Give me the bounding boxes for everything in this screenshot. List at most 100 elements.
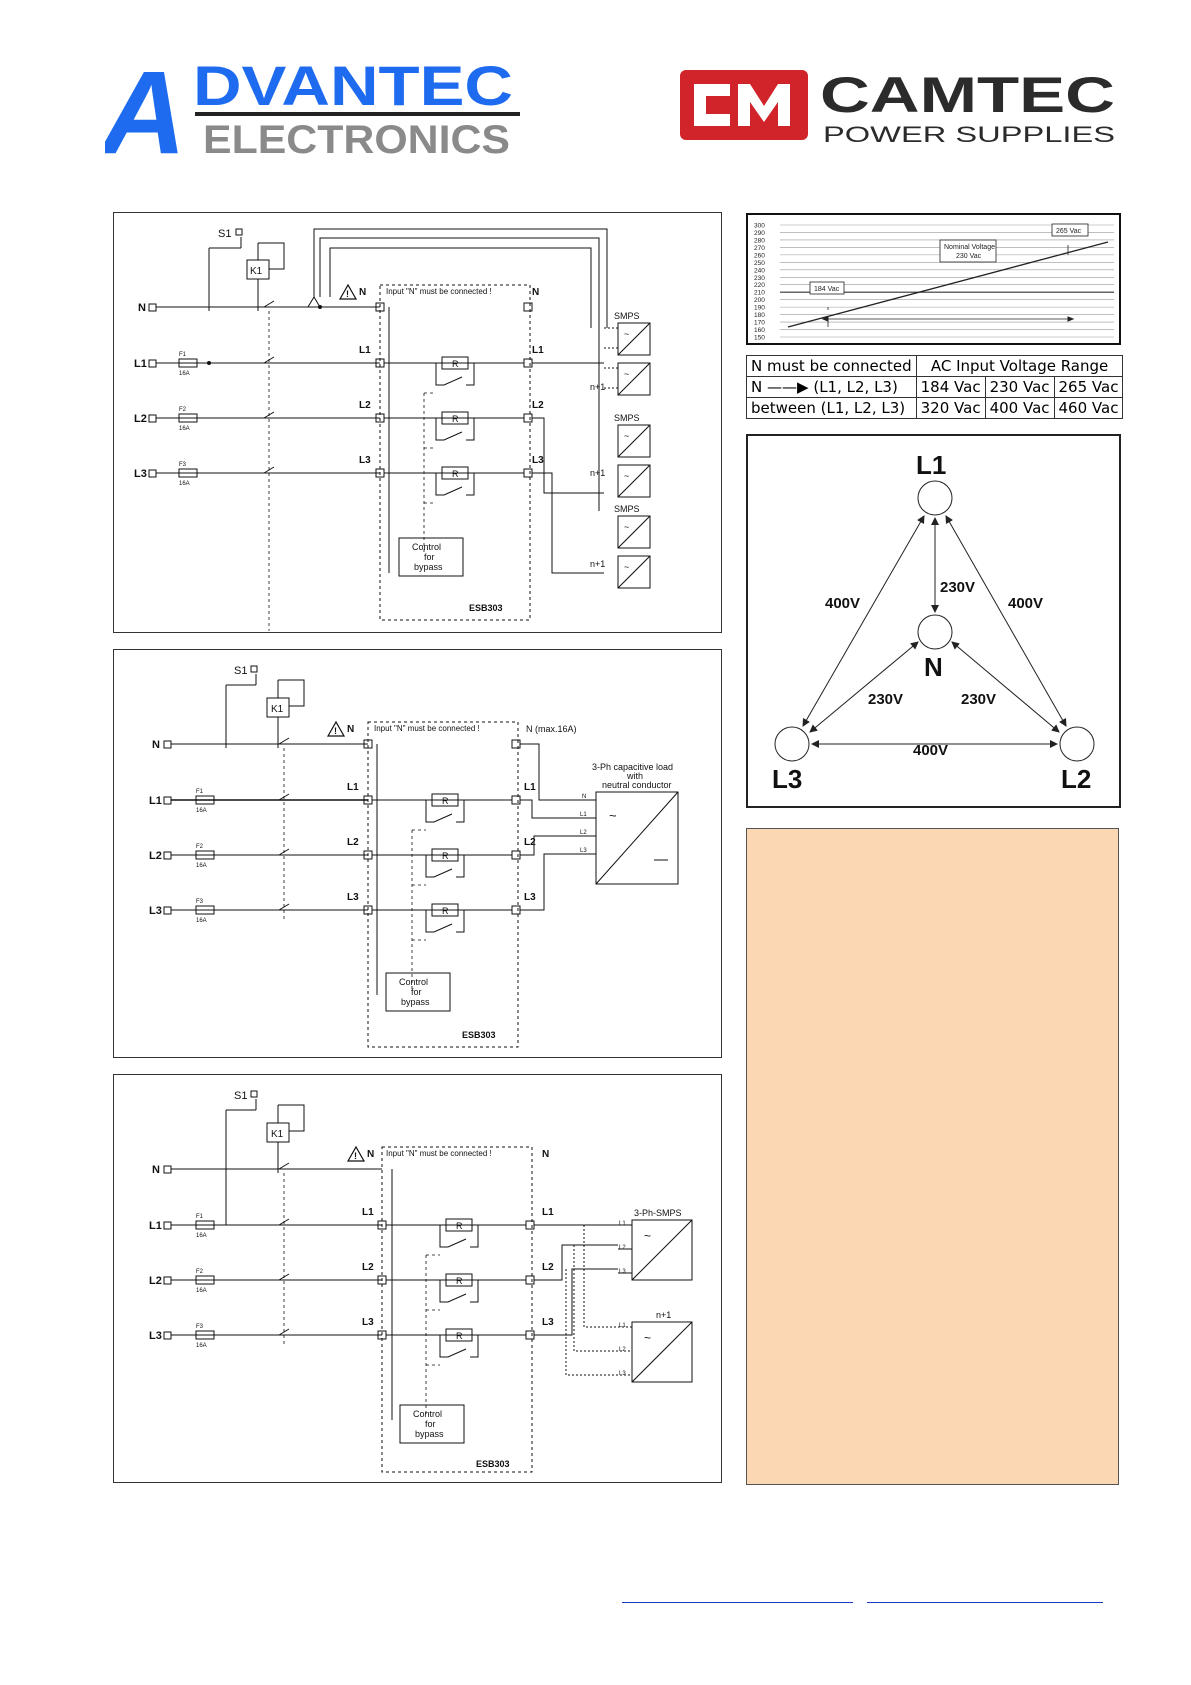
svg-text:L3: L3	[149, 1330, 162, 1342]
svg-text:16A: 16A	[196, 918, 207, 924]
svg-text:L3: L3	[149, 905, 162, 917]
y-tick-label: 280	[754, 237, 765, 244]
three-phase-smps: 3-Ph-SMPS ~ L1 L2 L3	[618, 1208, 693, 1281]
wiring-diagram-1: S1 K1 N ! N Input "N" must be connected …	[113, 212, 722, 633]
svg-text:L2: L2	[347, 837, 359, 848]
svg-text:!: !	[346, 289, 349, 299]
svg-text:L3: L3	[524, 892, 536, 903]
svg-text:S1: S1	[234, 665, 247, 677]
table-header-range: AC Input Voltage Range	[915, 355, 1124, 377]
svg-text:F2: F2	[179, 407, 187, 413]
svg-text:L1: L1	[532, 345, 544, 356]
svg-text:with: with	[626, 771, 643, 781]
svg-text:L2: L2	[619, 1245, 626, 1251]
svg-text:230 Vac: 230 Vac	[956, 253, 982, 260]
svg-text:L1: L1	[149, 795, 162, 807]
svg-text:~: ~	[644, 1331, 651, 1345]
voltage-trend-line	[787, 241, 1109, 328]
svg-text:N: N	[582, 794, 586, 800]
advantec-logo: A DVANTEC ELECTRONICS	[105, 55, 520, 155]
esb-n-out-label: N	[532, 287, 539, 298]
svg-text:L3: L3	[619, 1371, 626, 1377]
svg-text:n+1: n+1	[590, 382, 605, 392]
capacitive-load-block: 3-Ph capacitive load with neutral conduc…	[554, 762, 679, 885]
warning-icon	[326, 720, 346, 737]
warning-text: Input "N" must be connected !	[386, 287, 492, 296]
svg-text:L1: L1	[347, 782, 359, 793]
svg-text:L1: L1	[359, 345, 371, 356]
y-tick-label: 230	[754, 275, 765, 282]
y-tick-label: 180	[754, 312, 765, 319]
footer-link-1[interactable]	[622, 1584, 853, 1603]
svg-text:L3: L3	[772, 764, 802, 794]
y-tick-label: 210	[754, 290, 765, 297]
svg-text:R: R	[442, 796, 449, 806]
svg-text:F3: F3	[196, 1324, 204, 1330]
advantec-divider	[195, 112, 520, 116]
note-panel	[746, 828, 1119, 1485]
svg-text:N: N	[152, 739, 160, 751]
svg-text:F2: F2	[196, 1269, 204, 1275]
warning-icon	[346, 1145, 366, 1162]
svg-text:R: R	[456, 1221, 463, 1231]
node-l3	[774, 726, 810, 762]
svg-text:L2: L2	[580, 830, 587, 836]
svg-text:L2: L2	[532, 400, 544, 411]
svg-text:K1: K1	[271, 1129, 284, 1140]
svg-text:L1: L1	[362, 1207, 374, 1218]
smps-block-3: SMPS ~ ~ n+1	[590, 504, 651, 589]
svg-text:~: ~	[624, 562, 629, 572]
svg-text:400V: 400V	[913, 742, 948, 759]
svg-text:16A: 16A	[179, 426, 190, 432]
svg-text:L2: L2	[149, 850, 162, 862]
svg-text:N (max.16A): N (max.16A)	[526, 724, 577, 734]
svg-text:L3: L3	[362, 1317, 374, 1328]
svg-text:L2: L2	[134, 413, 147, 425]
svg-text:L3: L3	[619, 1269, 626, 1275]
k1-label: K1	[250, 266, 263, 277]
svg-text:Control: Control	[399, 977, 428, 987]
svg-text:N: N	[542, 1149, 549, 1160]
redundant-smps: n+1 ~ L1 L2 L3	[565, 1225, 693, 1383]
voltage-range-table: N must be connected AC Input Voltage Ran…	[746, 355, 1124, 419]
esb303-label: ESB303	[469, 603, 503, 613]
smps-block-2: SMPS ~ ~ n+1	[590, 413, 651, 498]
svg-text:L3: L3	[359, 455, 371, 466]
y-tick-label: 240	[754, 267, 765, 274]
svg-text:16A: 16A	[196, 808, 207, 814]
svg-text:R: R	[452, 469, 459, 479]
phase-row-l3: L3 F3 16A L3 R L3	[134, 455, 604, 574]
svg-text:for: for	[425, 1419, 436, 1429]
svg-text:F1: F1	[179, 352, 187, 358]
svg-text:N: N	[924, 652, 943, 682]
svg-text:L2: L2	[359, 400, 371, 411]
svg-text:L1: L1	[149, 1220, 162, 1232]
svg-text:S1: S1	[234, 1090, 247, 1102]
svg-text:184 Vac: 184 Vac	[814, 286, 840, 293]
s1-terminal	[235, 228, 243, 236]
svg-text:L1: L1	[524, 782, 536, 793]
svg-text:L2: L2	[362, 1262, 374, 1273]
svg-text:bypass: bypass	[401, 997, 430, 1007]
svg-text:R: R	[456, 1276, 463, 1286]
svg-text:16A: 16A	[196, 1233, 207, 1239]
svg-text:N: N	[152, 1164, 160, 1176]
svg-text:Input "N" must be connected !: Input "N" must be connected !	[374, 724, 480, 733]
voltage-chart-svg: 3002902802702602502402302202102001901801…	[754, 223, 1114, 342]
svg-text:~: ~	[624, 522, 629, 532]
y-tick-label: 160	[754, 327, 765, 334]
svg-text:R: R	[442, 851, 449, 861]
svg-text:L1: L1	[542, 1207, 554, 1218]
wiring-diagram-2: S1 K1 N ! N Input "N" must be connected …	[113, 649, 722, 1058]
svg-text:Control: Control	[413, 1409, 442, 1419]
svg-text:~: ~	[609, 808, 617, 823]
svg-text:L1: L1	[619, 1221, 626, 1227]
table-row-n: N ——▶ (L1, L2, L3)	[746, 376, 917, 398]
svg-text:bypass: bypass	[415, 1429, 444, 1439]
svg-text:L1: L1	[134, 358, 147, 370]
y-tick-label: 150	[754, 335, 765, 342]
footer-link-2[interactable]	[867, 1584, 1103, 1603]
svg-text:L3: L3	[134, 468, 147, 480]
smps-block-1: SMPS ~ ~ n+1	[590, 311, 651, 396]
